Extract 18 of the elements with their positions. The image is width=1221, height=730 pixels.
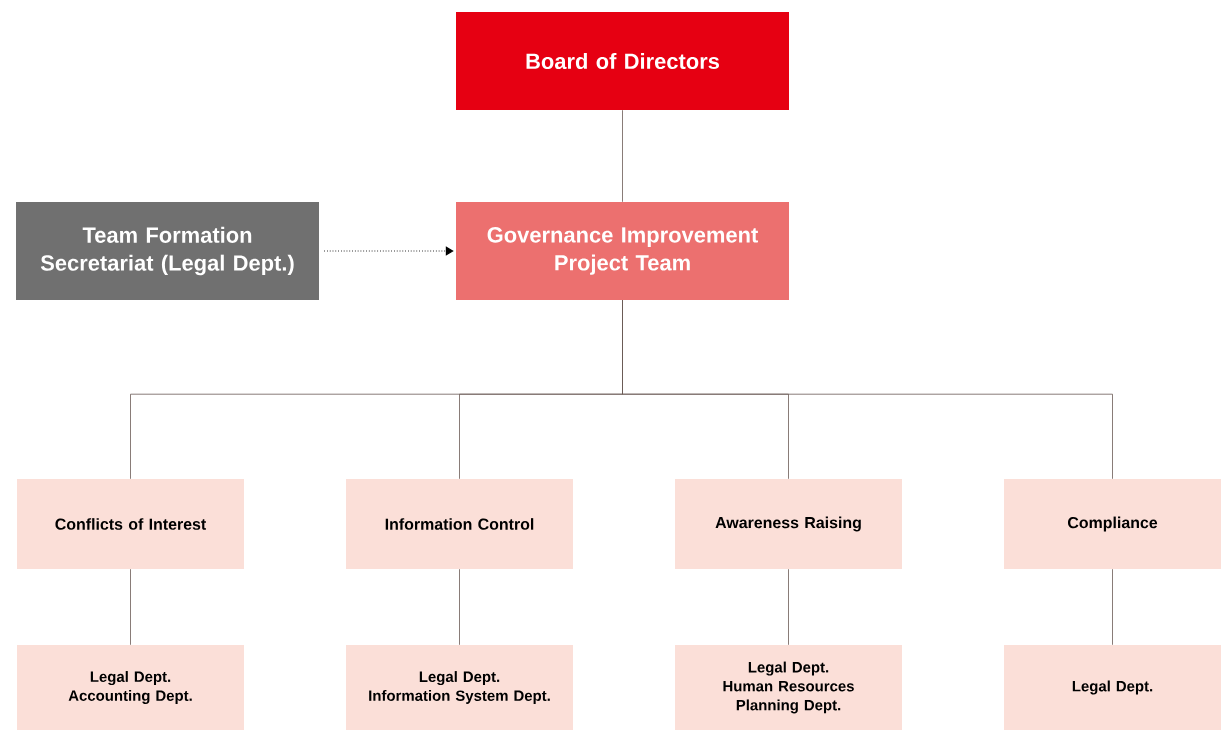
connector-line: [130, 568, 131, 646]
department-box: Legal Dept. Human Resources Planning Dept.: [675, 645, 902, 730]
department-box: Legal Dept.: [1004, 645, 1221, 730]
committee-box: Conflicts of Interest: [17, 479, 244, 569]
connector-line: [459, 568, 460, 646]
committee-box: Awareness Raising: [675, 479, 902, 569]
department-box: Legal Dept. Accounting Dept.: [17, 645, 244, 730]
committee-box: Information Control: [346, 479, 573, 569]
secretariat-box: Team Formation Secretariat (Legal Dept.): [16, 202, 319, 300]
board-box: Board of Directors: [456, 12, 789, 110]
connector-line: [1112, 568, 1113, 646]
committee-box: Compliance: [1004, 479, 1221, 569]
department-box: Legal Dept. Information System Dept.: [346, 645, 573, 730]
connector-line: [622, 109, 623, 203]
connector-line: [622, 299, 1113, 480]
team-box: Governance Improvement Project Team: [456, 202, 789, 300]
arrow: [323, 246, 454, 256]
connector-line: [788, 568, 789, 646]
